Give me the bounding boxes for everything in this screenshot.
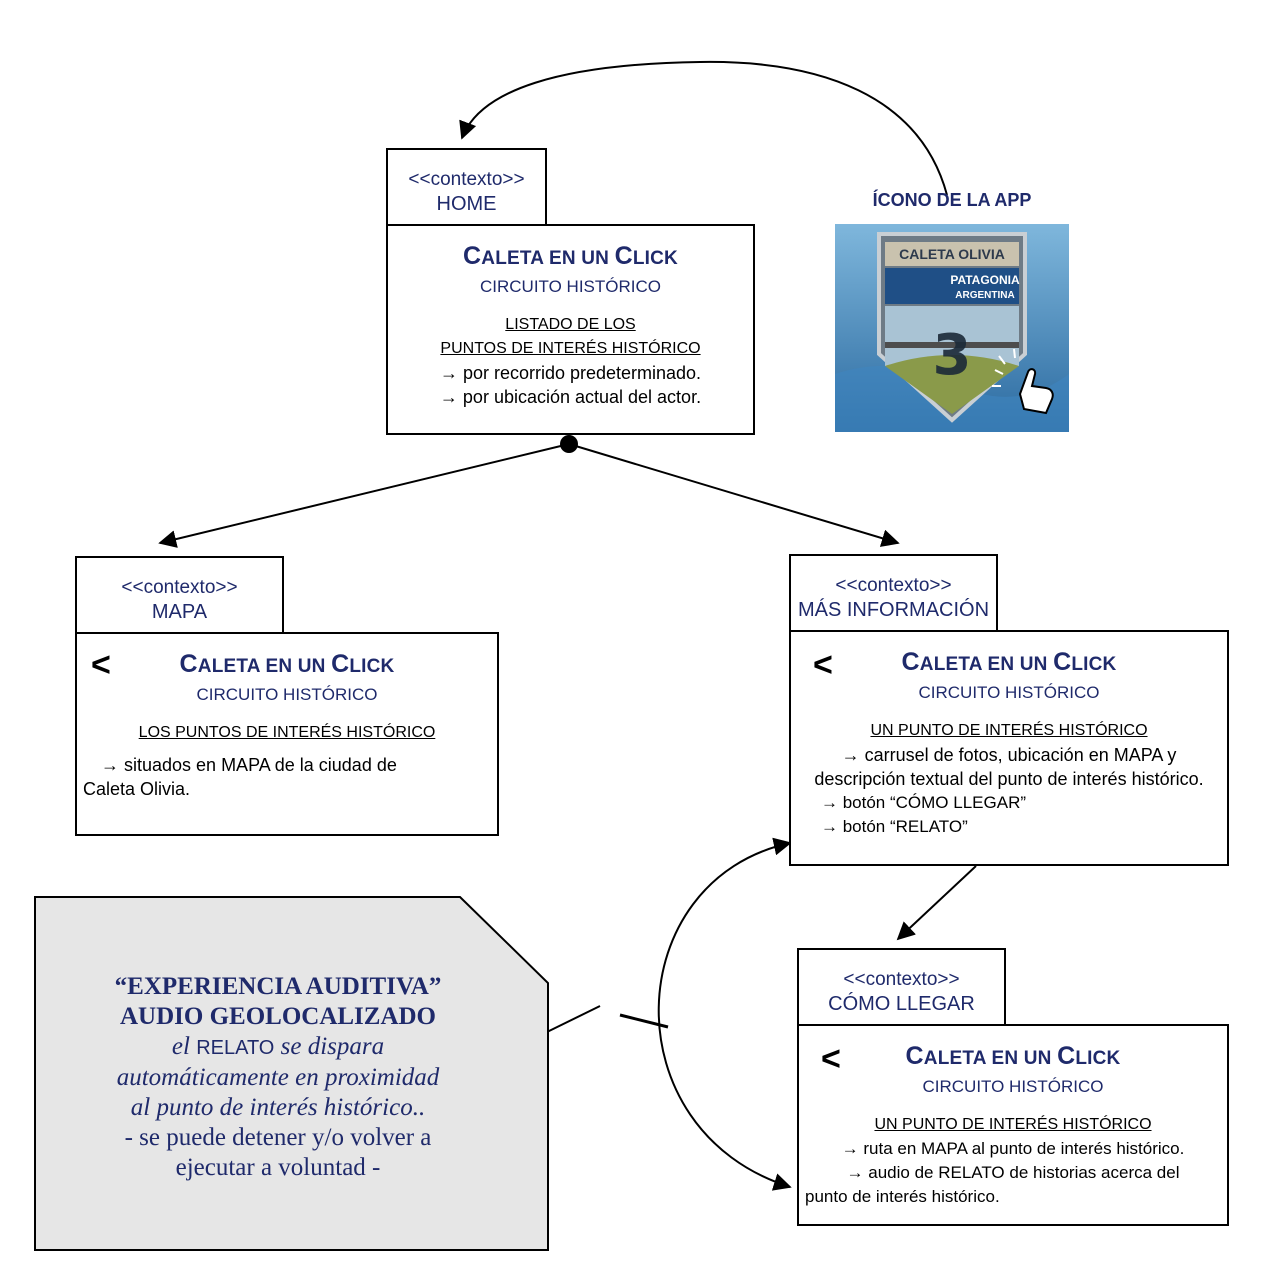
comollegar-context-name: CÓMO LLEGAR [828,993,975,1015]
badge-mid2: ARGENTINA [955,290,1014,301]
note-line-6: - se puede detener y/o volver a [124,1124,432,1151]
badge-number: 3 [933,323,972,388]
home-to-mapa-arrow [158,443,570,548]
badge-mid1: PATAGONIA [950,273,1020,287]
note-line-4: automáticamente en proximidad [116,1064,440,1091]
mapa-subtitle: CIRCUITO HISTÓRICO [196,685,378,704]
comollegar-context-label: <<contexto>> [843,969,960,990]
bidirectional-arrow [657,837,792,1191]
masinfo-subtitle: CIRCUITO HISTÓRICO [918,683,1100,702]
note-connector [546,1005,601,1033]
app-to-home-arrow [459,60,948,196]
mapa-context-name: MAPA [151,601,208,623]
mapa-title: CALETA EN UN CLICK [179,650,395,678]
home-subtitle: CIRCUITO HISTÓRICO [479,277,662,296]
comollegar-context-tab: <<contexto>> CÓMO LLEGAR [797,948,1006,1026]
badge-top-text: CALETA OLIVIA [899,246,1005,262]
comollegar-box[interactable]: < CALETA EN UN CLICK CIRCUITO HISTÓRICO … [797,1024,1229,1226]
home-title: CALETA EN UN CLICK [463,242,678,270]
home-to-masinfo-arrow [568,443,900,547]
comollegar-title: CALETA EN UN CLICK [905,1042,1121,1070]
masinfo-context-name: MÁS INFORMACIÓN [797,599,990,621]
comollegar-text-3: punto de interés histórico. [805,1187,1000,1206]
mapa-text-2: Caleta Olivia. [83,779,191,799]
mapa-back-icon[interactable]: < [91,646,111,684]
comollegar-subtitle: CIRCUITO HISTÓRICO [922,1077,1104,1096]
home-context-name: HOME [436,193,497,215]
masinfo-text-4: → botón “RELATO” [821,817,968,836]
comollegar-heading: UN PUNTO DE INTERÉS HISTÓRICO [874,1116,1152,1133]
note-line-1: “EXPERIENCIA AUDITIVA” [114,973,442,1000]
masinfo-heading: UN PUNTO DE INTERÉS HISTÓRICO [870,722,1148,739]
comollegar-back-icon[interactable]: < [821,1040,841,1078]
home-item-1: → por recorrido predeterminado. [439,363,702,383]
comollegar-text-1: → ruta en MAPA al punto de interés histó… [841,1139,1185,1158]
masinfo-title: CALETA EN UN CLICK [901,648,1117,676]
masinfo-context-label: <<contexto>> [835,575,952,596]
mapa-heading: LOS PUNTOS DE INTERÉS HISTÓRICO [138,724,436,741]
home-context-label: <<contexto>> [408,169,525,190]
note-line-5: al punto de interés histórico.. [130,1094,426,1121]
home-context-tab: <<contexto>> HOME [386,148,547,226]
note-text: “EXPERIENCIA AUDITIVA” AUDIO GEOLOCALIZA… [33,972,523,1183]
masinfo-text-3: → botón “CÓMO LLEGAR” [821,793,1027,812]
masinfo-to-comollegar-arrow [896,865,977,941]
masinfo-box[interactable]: < CALETA EN UN CLICK CIRCUITO HISTÓRICO … [789,630,1229,866]
home-box[interactable]: CALETA EN UN CLICK CIRCUITO HISTÓRICO LI… [386,224,755,435]
masinfo-context-tab: <<contexto>> MÁS INFORMACIÓN [789,554,998,632]
hand-pointer-icon [1018,368,1054,415]
note-shape [34,896,549,1251]
note-line-2: AUDIO GEOLOCALIZADO [119,1003,436,1030]
app-icon[interactable]: CALETA OLIVIA PATAGONIA ARGENTINA 3 [835,224,1069,432]
mapa-context-label: <<contexto>> [121,577,238,598]
masinfo-text-2: descripción textual del punto de interés… [814,769,1204,789]
masinfo-back-icon[interactable]: < [813,646,833,684]
app-icon-label: ÍCONO DE LA APP [872,190,1032,210]
note-line-3: el RELATO se dispara [171,1033,385,1060]
home-item-2: → por ubicación actual del actor. [439,387,702,407]
note-dash [619,1013,669,1029]
note-line-7: ejecutar a voluntad - [175,1154,381,1181]
comollegar-text-2: → audio de RELATO de historias acerca de… [846,1163,1180,1182]
mapa-text-1: → situados en MAPA de la ciudad de [101,755,397,775]
masinfo-text-1: → carrusel de fotos, ubicación en MAPA y [841,745,1177,765]
home-heading: LISTADO DE LOS PUNTOS DE INTERÉS HISTÓRI… [440,316,701,357]
mapa-context-tab: <<contexto>> MAPA [75,556,284,634]
mapa-box[interactable]: < CALETA EN UN CLICK CIRCUITO HISTÓRICO … [75,632,499,836]
